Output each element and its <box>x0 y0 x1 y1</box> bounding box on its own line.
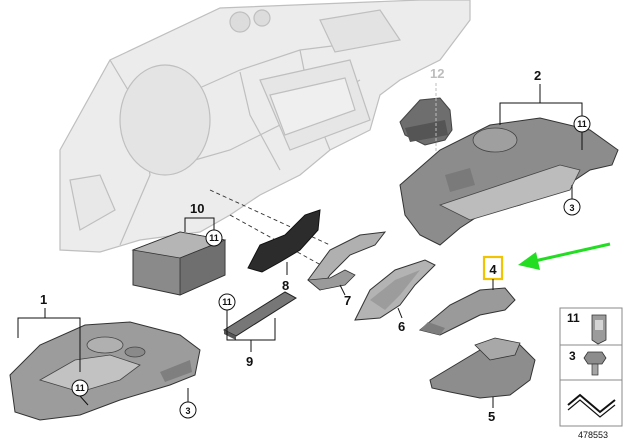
callout-11-part2: 11 <box>577 119 587 129</box>
hw-label-11: 11 <box>567 311 580 325</box>
leader-1 <box>17 308 81 372</box>
callout-11-part10: 11 <box>209 233 219 243</box>
part-4-trim <box>418 287 516 336</box>
part-7-ring <box>307 231 387 291</box>
callout-10: 10 <box>190 201 204 216</box>
leader-10 <box>184 217 215 232</box>
callout-4: 4 <box>489 262 497 277</box>
callout-2: 2 <box>534 68 541 83</box>
part-10-glovebox <box>131 231 227 296</box>
callout-6: 6 <box>398 319 405 334</box>
part-2-trim <box>399 117 619 246</box>
callout-11-part9: 11 <box>222 297 232 307</box>
callout-3-part2: 3 <box>569 203 574 213</box>
green-arrow <box>518 242 611 270</box>
callout-7: 7 <box>344 293 351 308</box>
part-1-panel <box>9 321 201 421</box>
hardware-panel <box>559 307 623 427</box>
clip-icon <box>591 314 607 345</box>
part-12-bracket <box>399 97 453 146</box>
leader-2 <box>499 84 583 125</box>
circle-3-part2: 3 <box>563 198 581 216</box>
callout-11-part1: 11 <box>75 383 85 393</box>
part-6-ring <box>354 259 436 321</box>
circle-11-part10: 11 <box>205 229 223 247</box>
dashboard-outline <box>59 0 471 253</box>
circle-11-part2: 11 <box>573 115 591 133</box>
circle-11-part1: 11 <box>71 379 89 397</box>
callout-3-part1: 3 <box>185 406 190 416</box>
screw-icon <box>583 351 607 376</box>
part-8-trim <box>247 209 321 273</box>
callout-8: 8 <box>282 278 289 293</box>
document-number: 478553 <box>578 430 608 440</box>
callout-1: 1 <box>40 292 47 307</box>
callout-9: 9 <box>246 354 253 369</box>
leader-11-part1 <box>79 395 89 406</box>
callout-5: 5 <box>488 409 495 424</box>
leader-7 <box>339 284 346 296</box>
part-5-shroud <box>429 337 536 399</box>
z-bracket-icon <box>567 393 616 418</box>
circle-11-part9: 11 <box>218 293 236 311</box>
callout-12: 12 <box>430 66 444 81</box>
circle-3-part1: 3 <box>179 401 197 419</box>
leader-6 <box>397 307 403 319</box>
hw-label-3: 3 <box>569 349 576 363</box>
leader-9 <box>226 310 276 352</box>
